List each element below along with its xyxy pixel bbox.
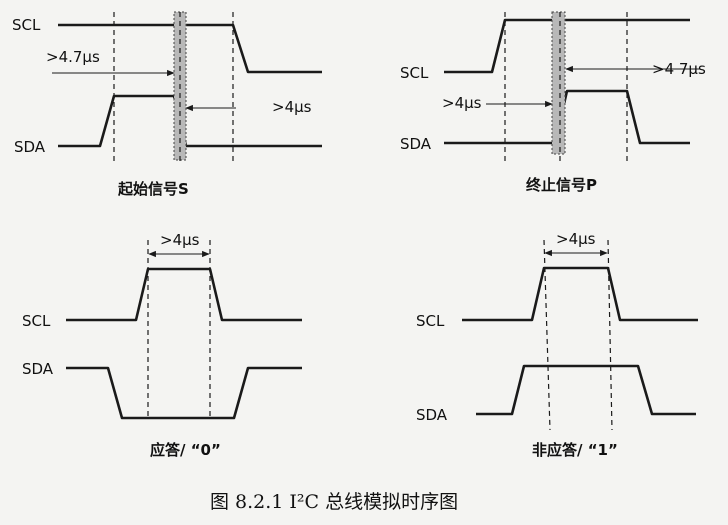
- start-sda-wave: [58, 94, 322, 148]
- start-setup-time-label: >4.7μs: [46, 48, 100, 66]
- nack-panel: SCL SDA >4μs 非应答/ “1”: [416, 230, 698, 459]
- ack-panel: SCL SDA >4μs 应答/ “0”: [22, 231, 302, 459]
- nack-scl-wave: [462, 266, 698, 322]
- nack-dash-2: [607, 239, 613, 431]
- ack-sda-label: SDA: [22, 360, 54, 378]
- start-scl-label: SCL: [12, 16, 41, 34]
- stop-scl-label: SCL: [400, 64, 429, 82]
- stop-transition-zone: [551, 11, 566, 155]
- stop-condition-panel: SCL SDA >4 7μs >4μs 终止信号P: [400, 11, 706, 194]
- stop-caption: 终止信号P: [526, 176, 597, 194]
- nack-sda-wave: [476, 364, 696, 416]
- ack-time-label: >4μs: [160, 231, 200, 249]
- nack-time-label: >4μs: [556, 230, 596, 248]
- start-scl-wave: [58, 23, 322, 74]
- ack-sda-wave: [66, 366, 302, 420]
- stop-hold-time-label: >4μs: [442, 94, 482, 112]
- nack-sda-label: SDA: [416, 406, 448, 424]
- ack-scl-wave: [66, 267, 302, 322]
- start-caption: 起始信号S: [117, 180, 189, 198]
- stop-setup-time-label: >4 7μs: [652, 60, 706, 78]
- start-hold-time-label: >4μs: [272, 98, 312, 116]
- start-sda-label: SDA: [14, 138, 46, 156]
- figure-title: 图 8.2.1 I²C 总线模拟时序图: [210, 491, 458, 513]
- nack-scl-label: SCL: [416, 312, 445, 330]
- stop-sda-label: SDA: [400, 135, 432, 153]
- stop-scl-wave: [444, 18, 690, 74]
- ack-scl-label: SCL: [22, 312, 51, 330]
- nack-dash-1: [543, 239, 551, 431]
- stop-sda-wave: [444, 89, 690, 145]
- start-condition-panel: SCL SDA >4.7μs >4μs 起始信号S: [12, 11, 322, 198]
- nack-caption: 非应答/ “1”: [532, 441, 618, 459]
- ack-caption: 应答/ “0”: [150, 441, 221, 459]
